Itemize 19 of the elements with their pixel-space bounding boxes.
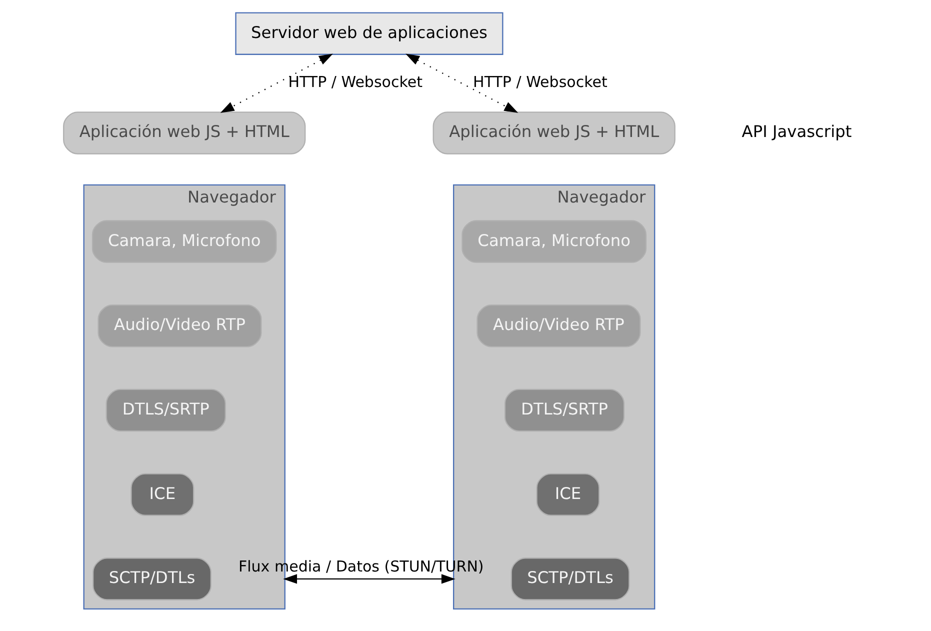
node-box: DTLS/SRTP (105, 388, 226, 432)
node-box: SCTP/DTLs (92, 558, 212, 600)
edge-label: HTTP / Websocket (288, 73, 422, 92)
node-box: Camara, Microfono (91, 220, 276, 263)
node-box: Audio/Video RTP (97, 304, 262, 348)
arrow (405, 54, 518, 113)
arrow (220, 54, 332, 113)
node-box: DTLS/SRTP (504, 388, 624, 432)
node-box: Aplicación web JS + HTML (432, 112, 675, 154)
label: API Javascript (741, 122, 852, 142)
node-box: Aplicación web JS + HTML (62, 112, 306, 154)
node-box: Camara, Microfono (461, 220, 646, 263)
node-box: ICE (130, 473, 194, 516)
node-box: SCTP/DTLs (510, 558, 630, 600)
arrow (282, 574, 455, 584)
node-box: Audio/Video RTP (476, 304, 640, 348)
edge-label: HTTP / Websocket (472, 73, 607, 92)
node-box: Servidor web de aplicaciones (234, 12, 503, 55)
node-box: ICE (536, 473, 600, 516)
